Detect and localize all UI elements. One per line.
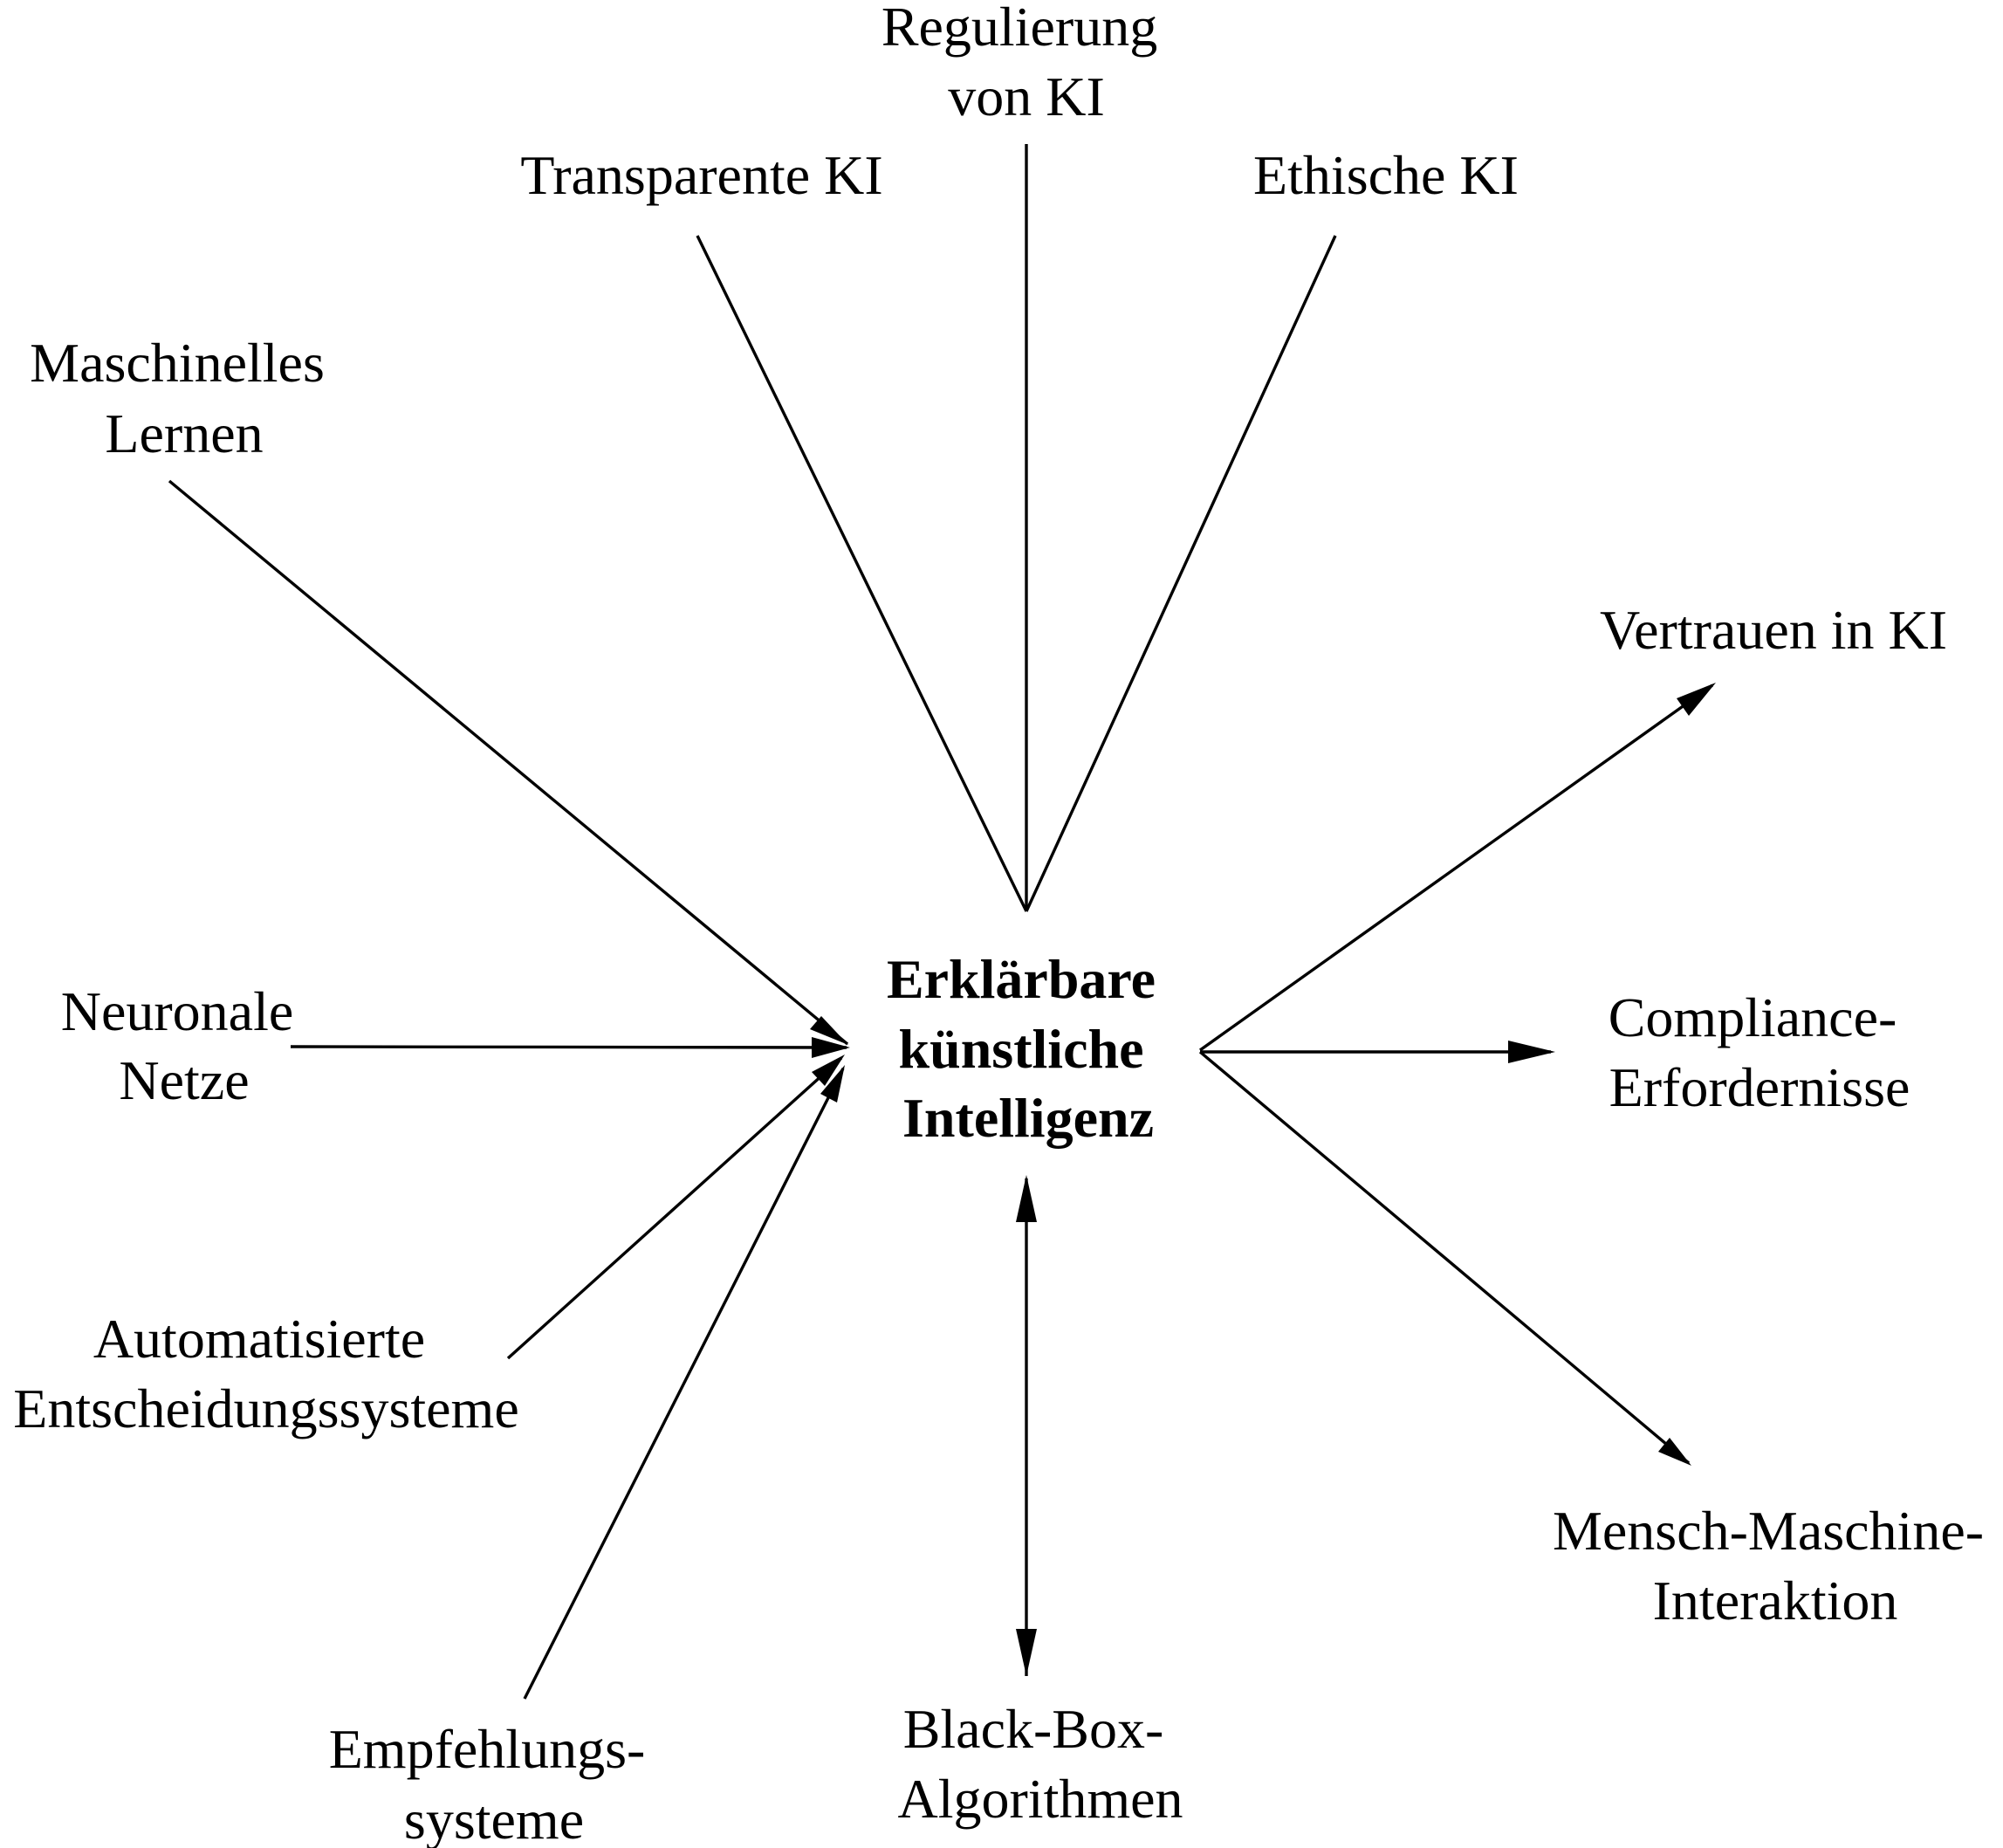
node-automatisierte-line-1: Automatisierte xyxy=(93,1308,425,1370)
node-vertrauen: Vertrauen in KI xyxy=(1600,599,1947,661)
node-vertrauen-line-1: Vertrauen in KI xyxy=(1600,599,1947,661)
node-transparente: Transparente KI xyxy=(520,144,882,206)
node-ethische-line-1: Ethische KI xyxy=(1253,144,1519,206)
arrowhead-blackbox-top xyxy=(1016,1175,1037,1222)
edge-center-vertrauen xyxy=(1199,684,1713,1052)
arrowhead-empfehlung xyxy=(820,1065,845,1103)
arrowhead-maschinelles xyxy=(810,1016,848,1045)
arrowhead-blackbox-bottom xyxy=(1016,1629,1037,1676)
center-node-line-3: Intelligenz xyxy=(902,1087,1154,1149)
center-node-line-2: künstliche xyxy=(899,1018,1144,1080)
arrowhead-vertrauen xyxy=(1677,683,1716,716)
edge-ethische-center xyxy=(1025,235,1337,912)
node-automatisierte: Automatisierte Entscheidungssysteme xyxy=(13,1308,518,1439)
center-node-line-1: Erklärbare xyxy=(887,948,1156,1010)
node-ethische: Ethische KI xyxy=(1253,144,1519,206)
node-mensch-line-1: Mensch-Maschine- xyxy=(1553,1500,1984,1562)
node-empfehlung-line-2: systeme xyxy=(404,1789,584,1848)
edge-empfehlung-center xyxy=(523,1068,845,1700)
edge-center-mensch xyxy=(1198,1050,1691,1465)
node-compliance-line-2: Erfordernisse xyxy=(1609,1056,1910,1118)
arrowhead-neuronale xyxy=(812,1037,850,1058)
node-neuronale-line-2: Netze xyxy=(119,1049,249,1111)
node-regulierung: Regulierung von KI xyxy=(881,0,1171,127)
node-neuronale: Neuronale Netze xyxy=(61,980,308,1111)
node-compliance-line-1: Compliance- xyxy=(1609,986,1897,1048)
node-maschinelles-line-1: Maschinelles xyxy=(30,332,325,394)
node-blackbox-line-1: Black-Box- xyxy=(903,1698,1164,1760)
arrowhead-mensch xyxy=(1658,1438,1691,1466)
node-empfehlung-line-1: Empfehlungs- xyxy=(329,1718,646,1780)
node-empfehlung: Empfehlungs- systeme xyxy=(329,1718,660,1848)
edge-maschinelles-center xyxy=(168,479,849,1046)
node-mensch-line-2: Interaktion xyxy=(1653,1570,1898,1632)
edge-automatisierte-center xyxy=(506,1056,843,1360)
edge-neuronale-center xyxy=(290,1045,847,1049)
node-transparente-line-1: Transparente KI xyxy=(520,144,882,206)
node-maschinelles-line-2: Lernen xyxy=(105,402,263,464)
node-compliance: Compliance- Erfordernisse xyxy=(1609,986,1911,1118)
node-maschinelles: Maschinelles Lernen xyxy=(30,332,339,464)
arrowhead-compliance xyxy=(1508,1041,1555,1063)
node-neuronale-line-1: Neuronale xyxy=(61,980,294,1042)
center-node: Erklärbare künstliche Intelligenz xyxy=(887,948,1170,1149)
node-regulierung-line-2: von KI xyxy=(948,65,1105,127)
node-blackbox: Black-Box- Algorithmen xyxy=(897,1698,1183,1830)
node-blackbox-line-2: Algorithmen xyxy=(897,1768,1183,1830)
edge-transparente-center xyxy=(696,235,1028,912)
node-automatisierte-line-2: Entscheidungssysteme xyxy=(13,1377,518,1439)
node-mensch: Mensch-Maschine- Interaktion xyxy=(1553,1500,1998,1632)
arrowhead-automatisierte xyxy=(812,1055,845,1086)
node-regulierung-line-1: Regulierung xyxy=(881,0,1157,58)
